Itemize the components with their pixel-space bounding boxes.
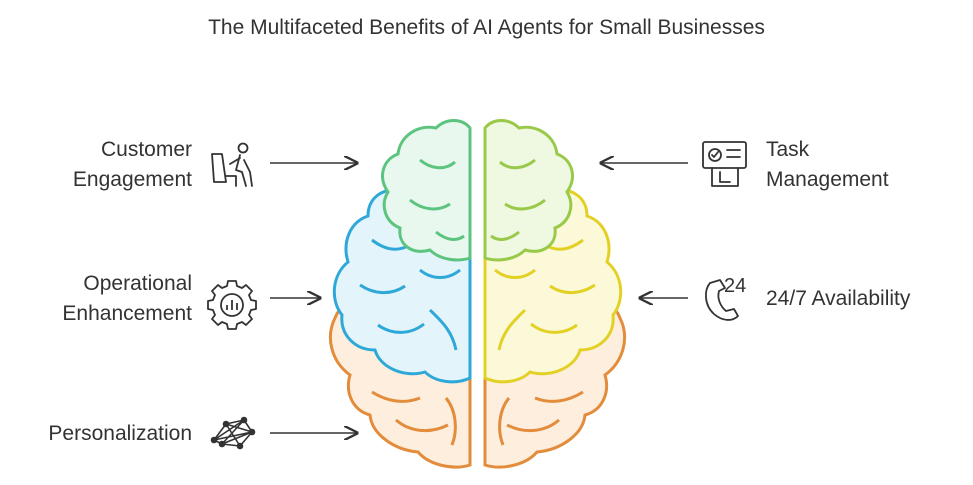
- availability-badge-text: 24: [724, 275, 746, 297]
- phone-24-icon: 24: [706, 275, 746, 320]
- gear-chart-icon: [208, 281, 256, 329]
- person-at-desk-icon: [212, 144, 252, 187]
- presentation-board-icon: [703, 142, 746, 186]
- network-nodes-icon: [212, 418, 255, 449]
